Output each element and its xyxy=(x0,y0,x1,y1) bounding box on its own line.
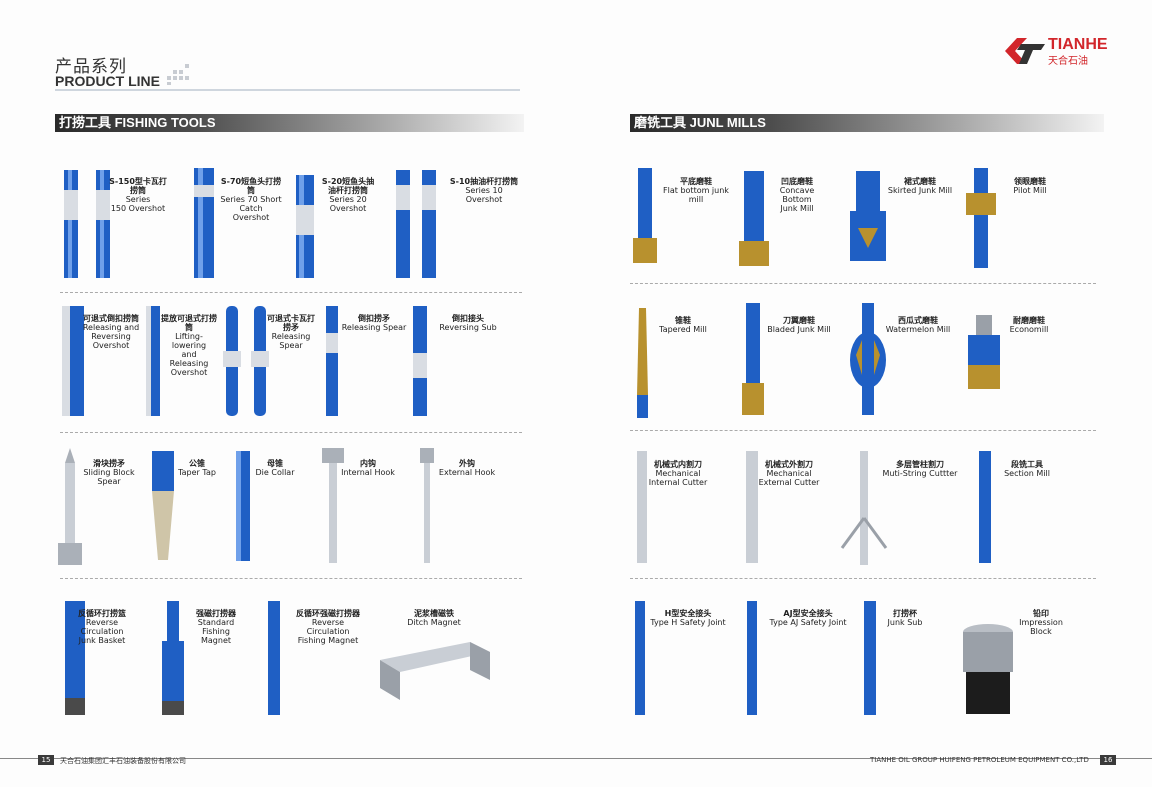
row-separator xyxy=(60,292,522,293)
logo-text: TIANHE xyxy=(1048,36,1108,53)
series-150-overshot-image xyxy=(64,170,110,278)
footer-company-cn: 天合石油集团汇丰石油装备股份有限公司 xyxy=(60,757,186,765)
tapered-mill-image xyxy=(637,308,648,418)
concave-bottom-junk-mill-image xyxy=(739,171,769,266)
row-separator xyxy=(630,578,1096,579)
lifting-lowering-overshot-image xyxy=(146,306,160,416)
watermelon-mill-image xyxy=(850,303,886,415)
logo-cn: 天合石油 xyxy=(1048,56,1088,67)
external-hook-image xyxy=(420,448,434,563)
bladed-junk-mill-image xyxy=(742,303,764,415)
dot-pattern-icon xyxy=(167,64,189,85)
type-h-safety-joint-image xyxy=(635,601,645,715)
row-separator xyxy=(60,432,522,433)
series-70-overshot-image xyxy=(194,168,214,278)
fishing-tools-banner: 打捞工具 FISHING TOOLS xyxy=(55,114,524,132)
sliding-block-spear-image xyxy=(58,448,82,565)
flat-bottom-junk-mill-image xyxy=(633,168,657,263)
row-separator xyxy=(60,578,522,579)
pilot-mill-image xyxy=(966,168,996,268)
releasing-spear-image xyxy=(223,306,269,416)
taper-tap-image xyxy=(152,451,174,560)
tianhe-logo-icon xyxy=(1005,38,1045,64)
page-title-cn: 产品系列 xyxy=(55,57,127,77)
reversing-sub-image xyxy=(413,306,427,416)
junk-sub-image xyxy=(864,601,876,715)
releasing-reversing-overshot-image xyxy=(62,306,84,416)
economill-image xyxy=(968,315,1000,389)
junk-mills-banner: 磨铣工具 JUNL MILLS xyxy=(630,114,1104,132)
type-aj-safety-joint-image xyxy=(747,601,757,715)
series-10-overshot-image xyxy=(396,170,436,278)
row-separator xyxy=(630,283,1096,284)
page-number-left: 15 xyxy=(38,755,54,765)
reverse-circulation-junk-basket-image xyxy=(65,601,85,715)
section-mill-image xyxy=(979,451,991,563)
standard-fishing-magnet-image xyxy=(162,601,184,715)
series-20-overshot-image xyxy=(296,175,314,278)
page-number-right: 16 xyxy=(1100,755,1116,765)
mechanical-external-cutter-image xyxy=(746,451,758,563)
mechanical-internal-cutter-image xyxy=(637,451,647,563)
ditch-magnet-image xyxy=(380,642,490,700)
impression-block-image xyxy=(963,624,1013,714)
skirted-junk-mill-image xyxy=(850,171,886,261)
footer-rule xyxy=(0,758,1152,759)
die-collar-image xyxy=(236,451,250,561)
reversing-spear-image xyxy=(326,306,338,416)
footer-company-en: TIANHE OIL GROUP HUIFENG PETROLEUM EQUIP… xyxy=(870,756,1089,764)
page-title-en: PRODUCT LINE xyxy=(55,73,160,89)
multi-string-cutter-image xyxy=(840,451,888,565)
internal-hook-image xyxy=(322,448,344,563)
reverse-circulation-fishing-magnet-image xyxy=(268,601,280,715)
row-separator xyxy=(630,430,1096,431)
title-rule xyxy=(55,89,520,91)
